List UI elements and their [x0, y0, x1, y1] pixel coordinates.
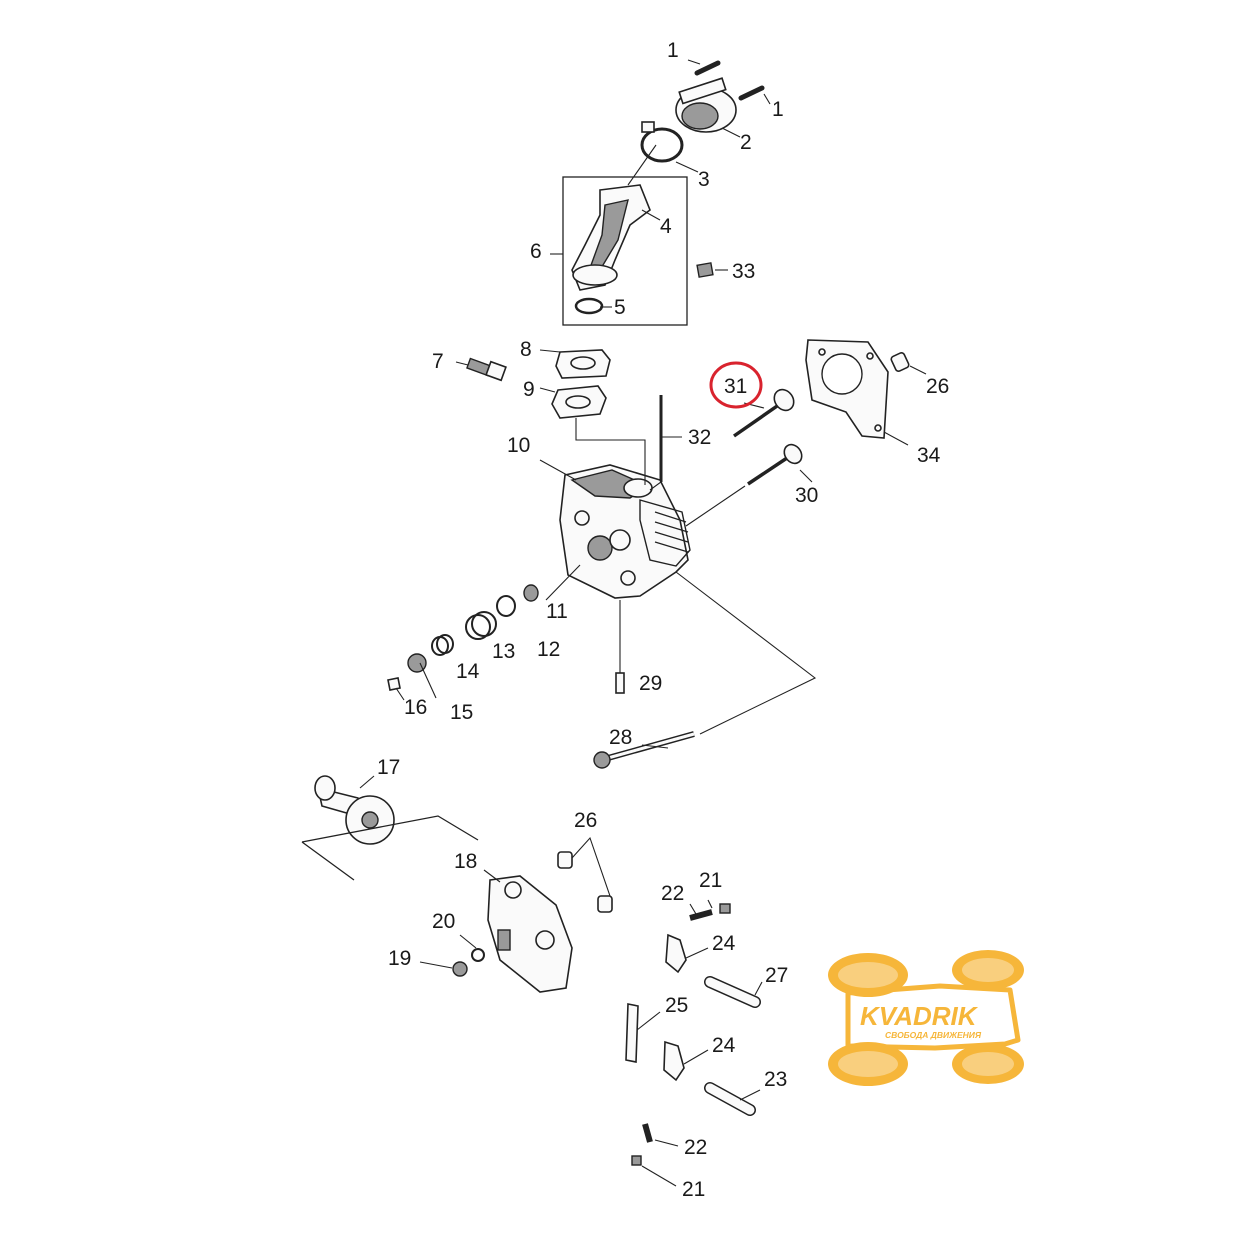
callout-19: 19 [388, 947, 411, 970]
callout-24-bottom: 24 [712, 1034, 736, 1057]
callout-2: 2 [740, 131, 752, 154]
cylinder-head-part [559, 464, 691, 599]
decompressor-part [625, 1003, 639, 1063]
callout-26-top: 26 [926, 375, 949, 398]
rocker-arm-part [663, 1040, 685, 1082]
wheel-icon [828, 953, 908, 997]
outer-spring-part [465, 611, 497, 640]
callout-9: 9 [523, 378, 535, 401]
callout-32: 32 [688, 426, 711, 449]
callout-30: 30 [795, 484, 818, 507]
callout-27: 27 [765, 964, 788, 987]
callout-12: 12 [537, 638, 560, 661]
rocker-arm-part [665, 933, 687, 974]
head-gasket-part [805, 339, 889, 439]
callout-15: 15 [450, 701, 473, 724]
callout-11: 11 [546, 600, 568, 623]
cap-nut-part [452, 961, 468, 977]
callout-29: 29 [639, 672, 662, 695]
insulator-part [555, 349, 611, 379]
adjust-screw-part [642, 1123, 653, 1143]
dowel-pin-part [890, 351, 910, 373]
callout-6: 6 [530, 240, 542, 263]
carb-joint-part [675, 77, 737, 133]
callout-16: 16 [404, 696, 427, 719]
callout-labels: 1 1 2 3 4 5 6 7 8 9 10 11 12 13 14 15 16… [377, 39, 949, 1201]
lock-nut-part [719, 903, 731, 914]
callout-31: 31 [724, 375, 747, 398]
highlight-circle-31 [709, 361, 763, 409]
rocker-shaft-part [704, 1082, 756, 1116]
dowel-part [615, 672, 625, 694]
callout-3: 3 [698, 168, 710, 191]
logo-brand: KVADRIK [860, 1001, 979, 1031]
callout-21-bottom: 21 [682, 1178, 705, 1201]
callout-7: 7 [432, 350, 444, 373]
camshaft-frame [301, 815, 479, 881]
camshaft-part [314, 775, 395, 845]
gasket-part [551, 385, 607, 419]
intake-assembly-frame [562, 176, 688, 326]
intake-valve-part [733, 388, 795, 438]
nut-part [696, 262, 714, 278]
adjust-screw-part [689, 909, 713, 921]
cotter-part [387, 677, 401, 691]
callout-18: 18 [454, 850, 477, 873]
callout-14: 14 [456, 660, 480, 683]
rocker-holder-part [487, 875, 573, 993]
o-ring-part [574, 297, 604, 315]
wheel-icon [952, 1044, 1024, 1084]
callout-24-top: 24 [712, 932, 736, 955]
wheel-icon [828, 1042, 908, 1086]
washer-part [471, 948, 485, 962]
spark-plug-part [466, 357, 507, 382]
callout-26-bottom: 26 [574, 809, 597, 832]
callout-23: 23 [764, 1068, 787, 1091]
callout-22-bottom: 22 [684, 1136, 707, 1159]
callout-5: 5 [614, 296, 626, 319]
wheel-icon [952, 950, 1024, 990]
intake-manifold-part [571, 184, 651, 291]
lock-nut-part [631, 1155, 642, 1166]
spring-seat-part [496, 595, 516, 617]
callout-25: 25 [665, 994, 688, 1017]
callout-1-right: 1 [772, 98, 784, 121]
callout-4: 4 [660, 215, 672, 238]
callout-17: 17 [377, 756, 400, 779]
clamp-part [640, 121, 684, 163]
callout-1-top: 1 [667, 39, 679, 62]
exhaust-valve-part [747, 443, 803, 486]
callout-8: 8 [520, 338, 532, 361]
parts-drawing [301, 60, 910, 1166]
callout-33: 33 [732, 260, 755, 283]
leader-lines [359, 59, 927, 1187]
atv-frame-icon [845, 983, 1021, 1051]
inner-spring-part [431, 634, 454, 656]
pin-part [738, 85, 765, 101]
callout-21-top: 21 [699, 869, 722, 892]
valve-seal-part [523, 584, 539, 602]
rocker-shaft-part [704, 976, 761, 1008]
callout-10: 10 [507, 434, 530, 457]
pin-part [694, 60, 721, 76]
dowel-pin-part [597, 895, 613, 913]
kvadrik-logo: KVADRIK СВОБОДА ДВИЖЕНИЯ [828, 950, 1024, 1086]
logo-tagline: СВОБОДА ДВИЖЕНИЯ [885, 1030, 982, 1040]
dowel-pin-part [557, 851, 573, 869]
callout-20: 20 [432, 910, 455, 933]
callout-13: 13 [492, 640, 515, 663]
callout-22-top: 22 [661, 882, 684, 905]
callout-28: 28 [609, 726, 632, 749]
callout-34: 34 [917, 444, 941, 467]
